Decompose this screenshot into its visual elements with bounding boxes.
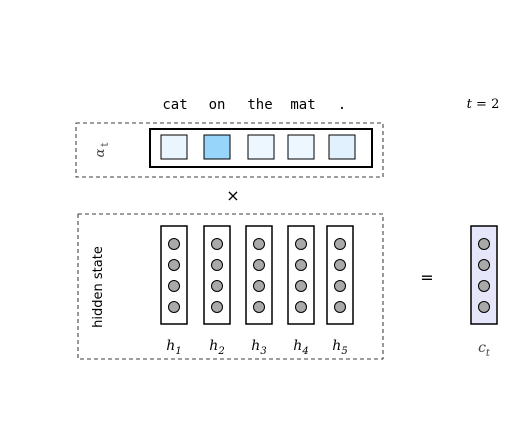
hidden-state-label: hidden state (91, 246, 106, 328)
hidden-unit (334, 238, 346, 250)
context-unit (478, 259, 490, 271)
hidden-vector-name: h (209, 338, 218, 354)
hidden-vector-name: h (166, 338, 175, 354)
hidden-unit (253, 238, 265, 250)
hidden-vector (245, 225, 273, 325)
token-4: mat (290, 97, 315, 113)
context-unit (478, 280, 490, 292)
hidden-vector-name: h (251, 338, 260, 354)
hidden-vector (287, 225, 315, 325)
hidden-unit (295, 301, 307, 313)
hidden-vector-subscript: 1 (175, 346, 181, 357)
hidden-unit (253, 280, 265, 292)
svg-text:αt: αt (93, 143, 111, 158)
hidden-unit (334, 259, 346, 271)
sentence: cat on the mat . (162, 97, 346, 113)
equals-symbol: = (420, 268, 433, 287)
hidden-unit (253, 259, 265, 271)
multiply-symbol: × (226, 186, 239, 205)
hidden-vector-subscript: 4 (301, 346, 308, 357)
hidden-vector-name: h (293, 338, 302, 354)
hidden-unit (295, 259, 307, 271)
hidden-unit (211, 301, 223, 313)
hidden-vector-subscript: 2 (217, 346, 224, 357)
context-vector (470, 225, 498, 325)
token-2: on (209, 97, 226, 113)
hidden-unit (168, 238, 180, 250)
hidden-unit (295, 238, 307, 250)
hidden-unit (168, 259, 180, 271)
attention-weight-cell (328, 134, 356, 160)
hidden-unit (334, 280, 346, 292)
hidden-vector-label: h2 (209, 338, 224, 357)
attention-weight-cell (247, 134, 275, 160)
hidden-vector (203, 225, 231, 325)
context-label: ct (478, 340, 491, 359)
time-step-label: t = 2 (467, 97, 500, 112)
hidden-vector (160, 225, 188, 325)
context-unit (478, 238, 490, 250)
hidden-unit (211, 238, 223, 250)
hidden-vector-label: h4 (293, 338, 308, 357)
token-5: . (338, 97, 346, 113)
hidden-unit (168, 301, 180, 313)
attention-weight-cell (203, 134, 231, 160)
token-1: cat (162, 97, 187, 113)
time-equals: = (476, 97, 487, 112)
hidden-vector-label: h5 (332, 338, 347, 357)
hidden-vector-subscript: 5 (341, 346, 347, 357)
context-subscript: t (486, 348, 491, 359)
time-value: 2 (491, 97, 499, 112)
attention-weight-cell (287, 134, 315, 160)
hidden-vector-subscript: 3 (260, 346, 266, 357)
attention-region (75, 122, 384, 178)
hidden-unit (334, 301, 346, 313)
hidden-state-region (77, 213, 384, 360)
token-3: the (247, 97, 272, 113)
alpha-symbol: α (93, 148, 108, 157)
alpha-label: αt (93, 143, 111, 158)
hidden-vector (326, 225, 354, 325)
time-symbol: t (467, 97, 473, 112)
hidden-unit (211, 259, 223, 271)
hidden-unit (168, 280, 180, 292)
hidden-unit (295, 280, 307, 292)
alpha-subscript: t (100, 143, 111, 147)
attention-vector-box (149, 128, 373, 168)
hidden-unit (211, 280, 223, 292)
hidden-vector-label: h1 (166, 338, 181, 357)
attention-weights (160, 134, 356, 160)
context-name: c (478, 340, 486, 356)
hidden-vector-label: h3 (251, 338, 266, 357)
context-unit (478, 301, 490, 313)
hidden-unit (253, 301, 265, 313)
hidden-state-vectors (160, 225, 354, 325)
hidden-vector-name: h (332, 338, 341, 354)
attention-weight-cell (160, 134, 188, 160)
